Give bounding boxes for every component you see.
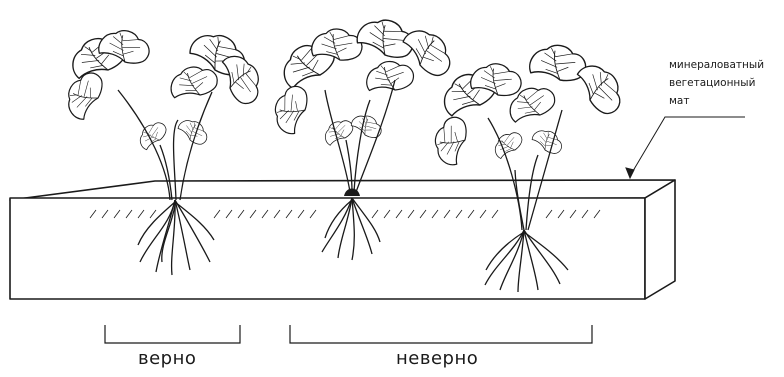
mat-callout-line-2: вегетационный xyxy=(669,74,764,92)
plant-correct-leaves xyxy=(59,24,266,151)
bracket-correct xyxy=(105,325,240,343)
caption-correct: верно xyxy=(138,348,196,369)
bracket-incorrect xyxy=(290,325,592,343)
callout-pointer xyxy=(626,117,745,178)
plant-incorrect-1-leaves xyxy=(268,12,458,147)
mat-callout-line-1: минераловатный xyxy=(669,56,764,74)
mineral-wool-mat xyxy=(10,180,675,299)
mat-callout-line-3: мат xyxy=(669,92,764,110)
mat-callout-label: минераловатный вегетационный мат xyxy=(669,56,764,110)
caption-incorrect: неверно xyxy=(396,348,478,369)
plant-incorrect-2-leaves xyxy=(430,41,629,167)
